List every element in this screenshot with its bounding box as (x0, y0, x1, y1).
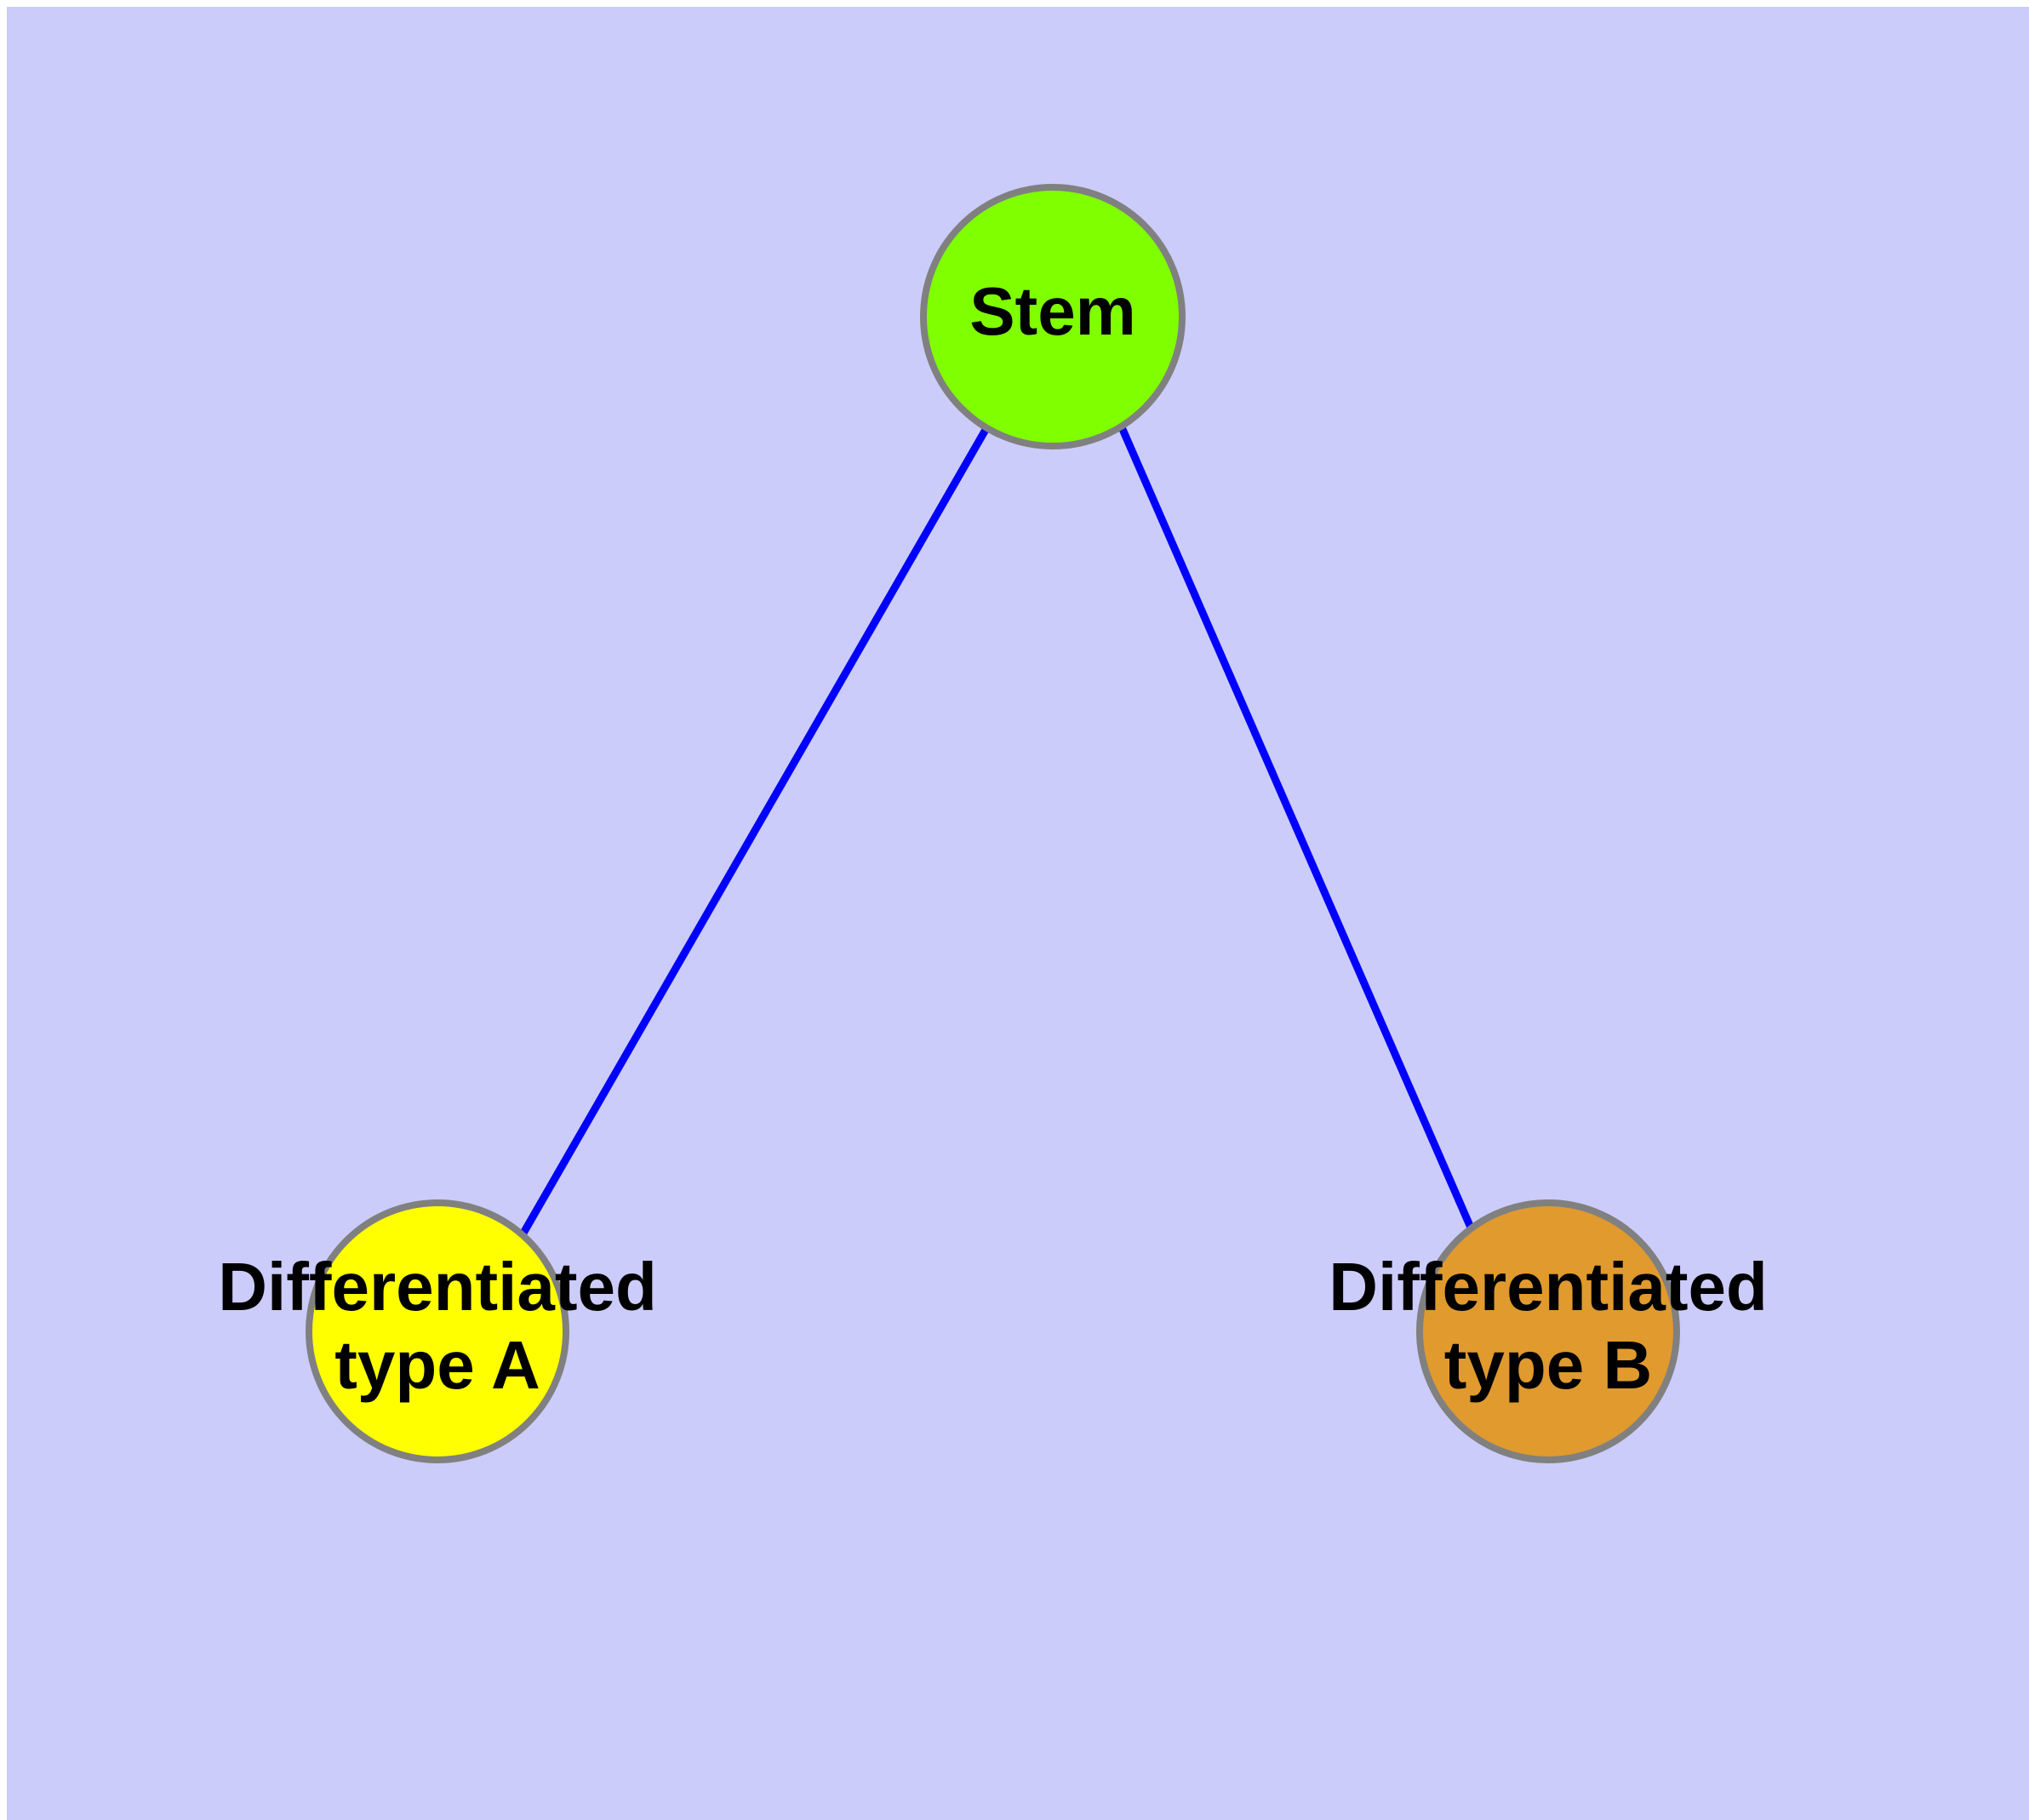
edges-layer (518, 426, 1475, 1239)
node-circle-diff_a[interactable] (306, 1199, 569, 1463)
node-label-diff_b-line2: type B (1444, 1327, 1653, 1403)
node-circle-stem[interactable] (920, 184, 1186, 449)
node-label-stem-line1: Stem (969, 273, 1136, 349)
node-label-group-stem: Stem (969, 273, 1136, 349)
graph-edge[interactable] (518, 426, 990, 1239)
node-label-diff_a-line2: type A (334, 1327, 540, 1403)
graph-edge[interactable] (1117, 426, 1475, 1229)
graph-node-stem[interactable] (920, 184, 1186, 449)
node-circle-diff_b[interactable] (1416, 1199, 1680, 1463)
graph-node-diff_b[interactable] (1416, 1199, 1680, 1463)
node-label-diff_a-line1: Differentiated (218, 1249, 657, 1325)
node-label-diff_b-line1: Differentiated (1329, 1249, 1768, 1325)
graph-node-diff_a[interactable] (306, 1199, 569, 1463)
